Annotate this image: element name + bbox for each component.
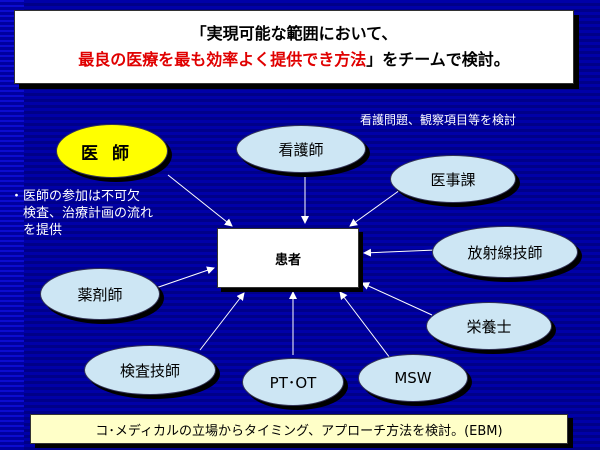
note-top: 看護問題、観察項目等を検討	[360, 113, 517, 127]
node-msw: MSW	[358, 354, 468, 402]
patient-box: 患者	[217, 228, 359, 288]
title-highlight: 最良の医療を最も効率よく提供でき方法	[78, 50, 367, 69]
node-pharmacist: 薬剤師	[40, 268, 160, 320]
note-left-line2: 検査、治療計画の流れ	[10, 206, 154, 221]
arrow-msw	[339, 291, 391, 359]
arrow-dietitian	[361, 282, 433, 316]
arrow-doctor	[167, 174, 233, 227]
title-line2: 最良の医療を最も効率よく提供でき方法」をチームで検討。	[15, 47, 573, 73]
note-left: ・医師の参加は不可欠 検査、治療計画の流れ を提供	[10, 188, 153, 239]
title-line2-rest: 」をチームで検討。	[366, 50, 510, 69]
title-line1: 「実現可能な範囲において、	[190, 24, 398, 43]
node-medical-affairs: 医事課	[390, 155, 516, 203]
title-box: 「実現可能な範囲において、 最良の医療を最も効率よく提供でき方法」をチームで検討…	[14, 10, 574, 84]
node-doctor: 医師	[56, 124, 168, 178]
arrow-pharmacist	[149, 266, 215, 291]
arrow-medical-affairs	[349, 189, 401, 227]
arrow-radiology	[363, 248, 437, 257]
note-left-line1: ・医師の参加は不可欠	[10, 189, 141, 204]
arrow-lab-tech	[199, 292, 245, 351]
node-dietitian: 栄養士	[426, 302, 552, 350]
node-lab-tech: 検査技師	[84, 345, 216, 395]
node-nurse: 看護師	[236, 125, 366, 173]
bottom-note: コ･メディカルの立場からタイミング、アプローチ方法を検討。(EBM)	[30, 414, 568, 444]
note-left-line3: を提供	[10, 223, 63, 238]
node-radiology: 放射線技師	[432, 226, 578, 278]
node-pt-ot: PT･OT	[242, 358, 344, 406]
